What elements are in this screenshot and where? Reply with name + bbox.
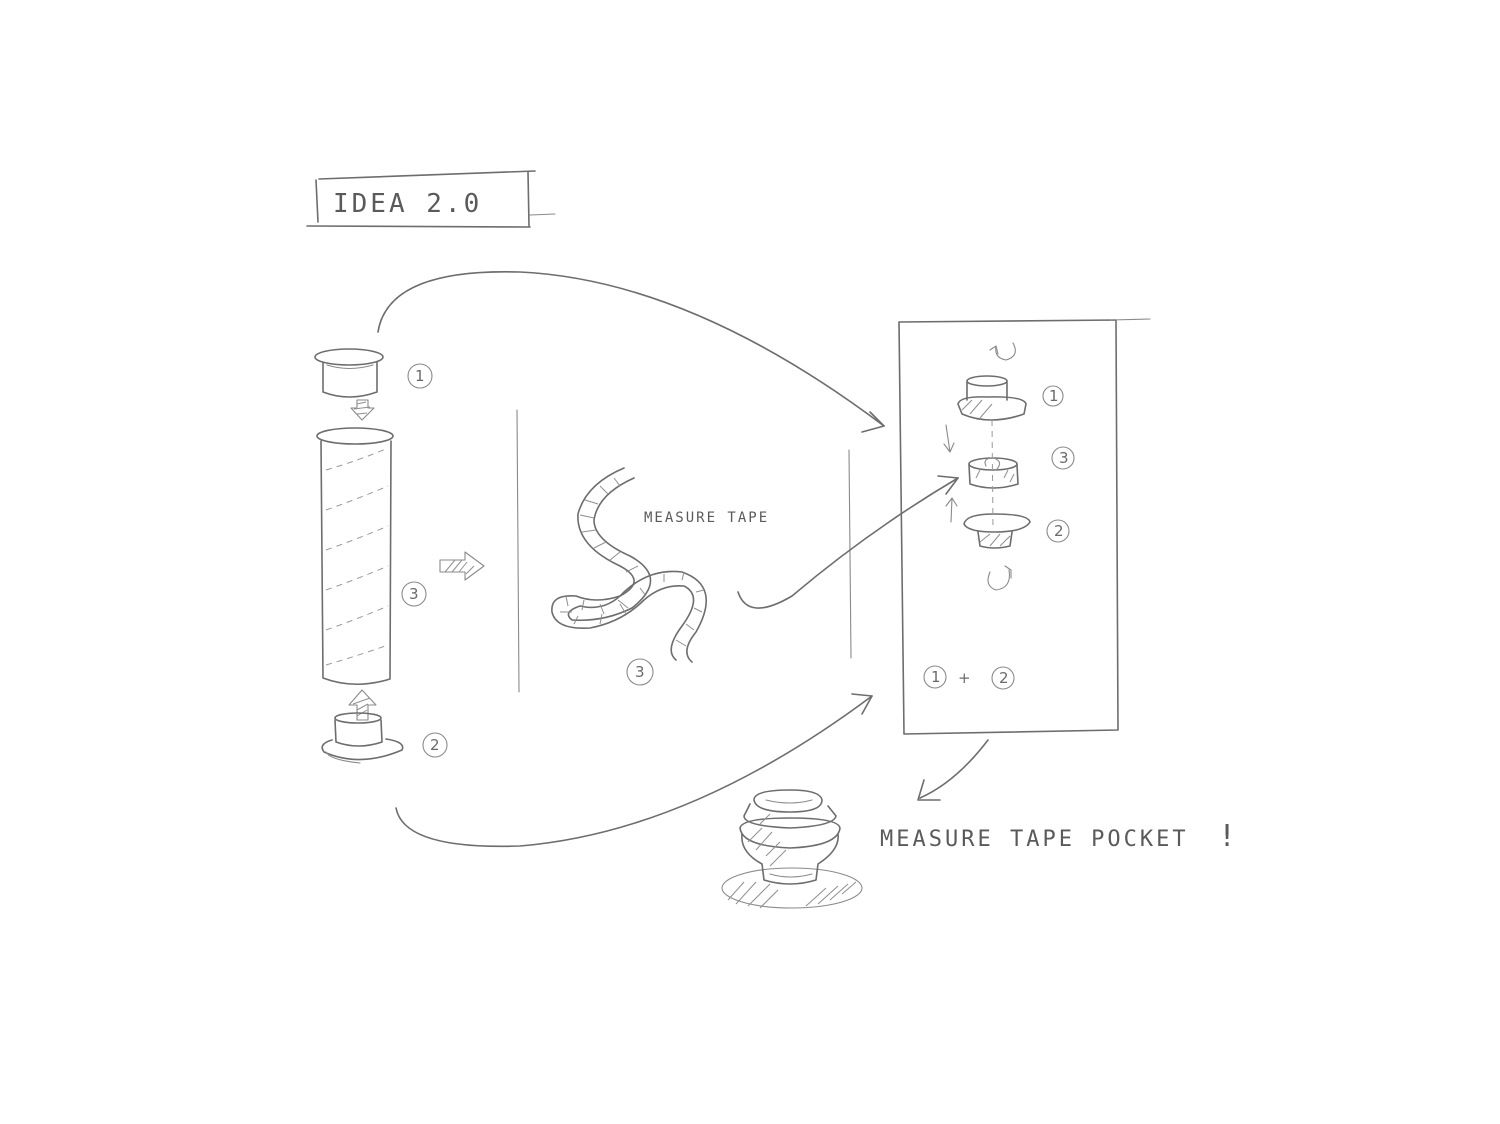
stack-tape-part [968, 457, 1019, 489]
tape-number: 3 [635, 663, 645, 681]
measure-tape-group: MEASURE TAPE 3 [516, 409, 852, 693]
tube-part [316, 427, 394, 686]
stack-top-number: 1 [1049, 387, 1059, 405]
arrow-middle-curve [737, 477, 959, 609]
divider-right [848, 449, 852, 659]
up-arrow-icon [348, 689, 377, 721]
combo-right-badge [991, 666, 1015, 690]
combo-left-badge [923, 665, 947, 689]
arrow-top-curve [377, 270, 885, 427]
arrow-bottom-head [851, 693, 873, 715]
arrow-top-head [861, 411, 885, 433]
arrow-middle-head [937, 475, 959, 495]
up-arrow-small-icon [945, 497, 958, 523]
divider-left [516, 409, 520, 693]
lid-number-badge [407, 363, 433, 389]
down-arrow-small-icon [943, 424, 955, 453]
tape-number-badge [626, 658, 654, 686]
flow-arrows [377, 270, 959, 848]
base-number: 2 [430, 736, 440, 754]
base-number-badge [422, 732, 448, 758]
down-arrow-icon [350, 399, 375, 421]
arrow-final-head [917, 779, 941, 801]
exploded-tube-group: 1 3 [314, 348, 485, 764]
tape-ticks [560, 477, 705, 647]
rotate-cw-icon [987, 569, 1011, 591]
tube-number-badge [401, 581, 427, 607]
arrow-final-curve [919, 739, 989, 799]
assembly-panel: 1 3 2 1 + 2 [898, 318, 1151, 735]
measure-tape-label: MEASURE TAPE [644, 510, 769, 526]
rotate-ccw-icon [995, 342, 1016, 361]
stack-middle-badge [1051, 446, 1075, 470]
tube-number: 3 [409, 585, 419, 603]
lid-number: 1 [415, 367, 425, 385]
pocket-label: MEASURE TAPE POCKET [880, 827, 1189, 852]
lid-part [314, 348, 384, 398]
stack-middle-number: 3 [1059, 449, 1069, 467]
pocket-exclaim: ! [1218, 819, 1236, 854]
title-box: IDEA 2.0 [306, 170, 556, 228]
combo-right-number: 2 [999, 669, 1009, 687]
combo-plus: + [958, 669, 971, 687]
title-text: IDEA 2.0 [333, 189, 482, 219]
base-part [321, 712, 404, 764]
stack-bottom-number: 2 [1054, 522, 1064, 540]
arrow-bottom-curve [395, 695, 873, 848]
pocket-product-sketch [721, 789, 863, 909]
stack-bottom-badge [1046, 519, 1070, 543]
stack-base-part [963, 513, 1031, 549]
stack-lid-part [957, 375, 1027, 421]
combo-left-number: 1 [931, 668, 941, 686]
right-arrow-icon [439, 551, 485, 581]
stack-top-badge [1042, 385, 1064, 407]
